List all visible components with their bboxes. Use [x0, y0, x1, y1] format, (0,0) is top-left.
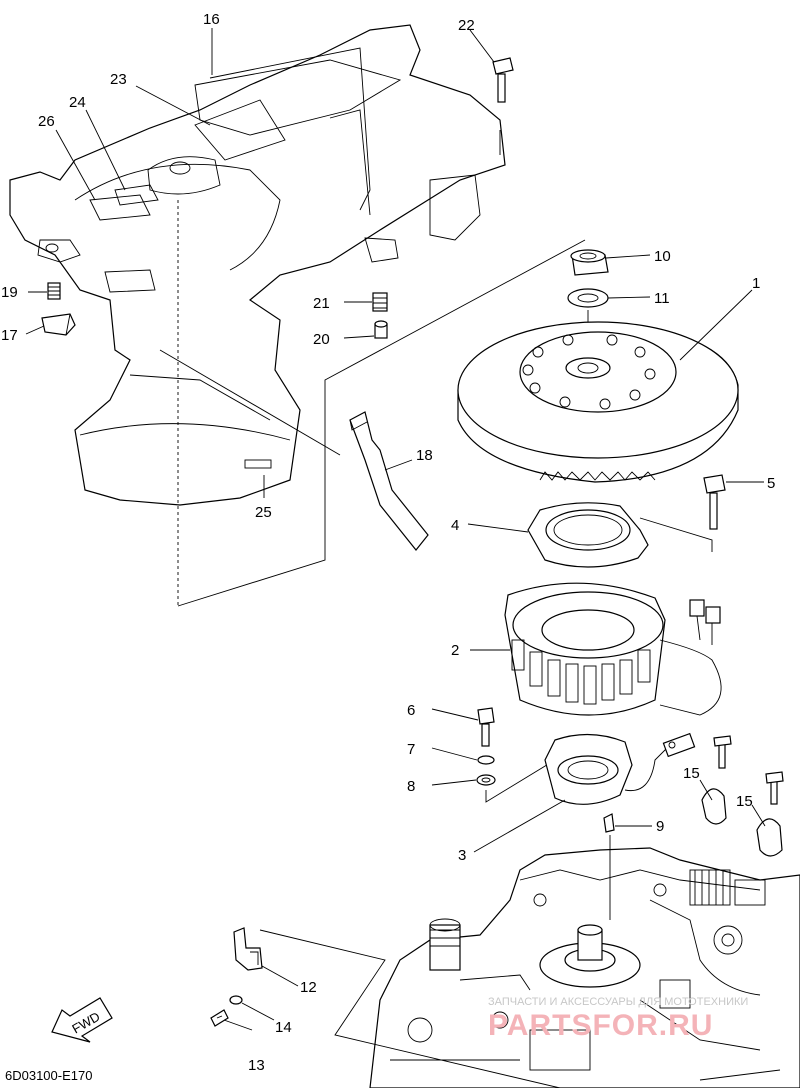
grommet-19 — [47, 282, 61, 300]
washer-8 — [476, 774, 496, 786]
diagram-code: 6D03100-E170 — [5, 1068, 92, 1083]
engine-block — [369, 835, 800, 1088]
callout-20: 20 — [313, 331, 330, 348]
nut-10 — [570, 249, 609, 276]
callout-24: 24 — [69, 94, 86, 111]
callout-21: 21 — [313, 295, 330, 312]
woodruff-key-9 — [603, 813, 615, 833]
leader-lines — [25, 28, 766, 1031]
bottom-bracket-line — [259, 929, 561, 1088]
flywheel-cover — [9, 24, 506, 506]
screw-13 — [210, 1009, 229, 1027]
assembly-guide-line — [159, 349, 341, 456]
clamp-15-b — [756, 771, 784, 857]
callout-10: 10 — [654, 248, 671, 265]
callout-25: 25 — [255, 504, 272, 521]
callout-7: 7 — [407, 741, 415, 758]
callout-18: 18 — [416, 447, 433, 464]
callout-5: 5 — [767, 475, 775, 492]
callout-8: 8 — [407, 778, 415, 795]
washer-11 — [567, 288, 609, 308]
block-17 — [41, 313, 76, 336]
assembly-bracket-line — [177, 239, 586, 607]
washer-14 — [229, 995, 243, 1005]
clamp-15-a — [701, 735, 732, 825]
callout-17: 17 — [1, 327, 18, 344]
callout-2: 2 — [451, 642, 459, 659]
pulser-coil-3 — [544, 732, 696, 805]
callout-13: 13 — [248, 1057, 265, 1074]
stator-connector — [689, 599, 721, 645]
watermark-brand: PARTSFOR.RU — [488, 1009, 713, 1042]
callout-labels: 16 23 24 26 22 19 17 21 20 10 11 1 5 4 2… — [1, 11, 775, 1074]
stator-2 — [504, 582, 722, 716]
callout-23: 23 — [110, 71, 127, 88]
bolt-22 — [492, 57, 514, 155]
callout-16: 16 — [203, 11, 220, 28]
callout-4: 4 — [451, 517, 459, 534]
callout-15-a: 15 — [683, 765, 700, 782]
callout-9: 9 — [656, 818, 664, 835]
watermark: ЗАПЧАСТИ И АКСЕССУАРЫ ДЛЯ МОТОТЕХНИКИ PA… — [488, 996, 748, 1042]
callout-1: 1 — [752, 275, 760, 292]
callout-11: 11 — [654, 290, 670, 307]
callout-3: 3 — [458, 847, 466, 864]
fwd-arrow-icon: FWD — [51, 997, 113, 1043]
lock-washer-7 — [477, 755, 495, 765]
collar-20 — [374, 320, 388, 339]
bracket-18 — [349, 411, 429, 551]
callout-26: 26 — [38, 113, 55, 130]
pulser-ring-4 — [527, 502, 649, 568]
callout-22: 22 — [458, 17, 475, 34]
screw-6 — [477, 707, 495, 747]
pulser-connector — [662, 732, 696, 758]
bracket-12 — [233, 927, 263, 971]
watermark-tagline: ЗАПЧАСТИ И АКСЕССУАРЫ ДЛЯ МОТОТЕХНИКИ — [488, 996, 748, 1008]
flywheel-1 — [457, 321, 739, 483]
grommet-21 — [372, 292, 388, 312]
callout-19: 19 — [1, 284, 18, 301]
callout-6: 6 — [407, 702, 415, 719]
callout-12: 12 — [300, 979, 317, 996]
screw-6-guide — [485, 759, 556, 803]
callout-15-b: 15 — [736, 793, 753, 810]
bolt-5 — [639, 474, 726, 552]
callout-14: 14 — [275, 1019, 292, 1036]
